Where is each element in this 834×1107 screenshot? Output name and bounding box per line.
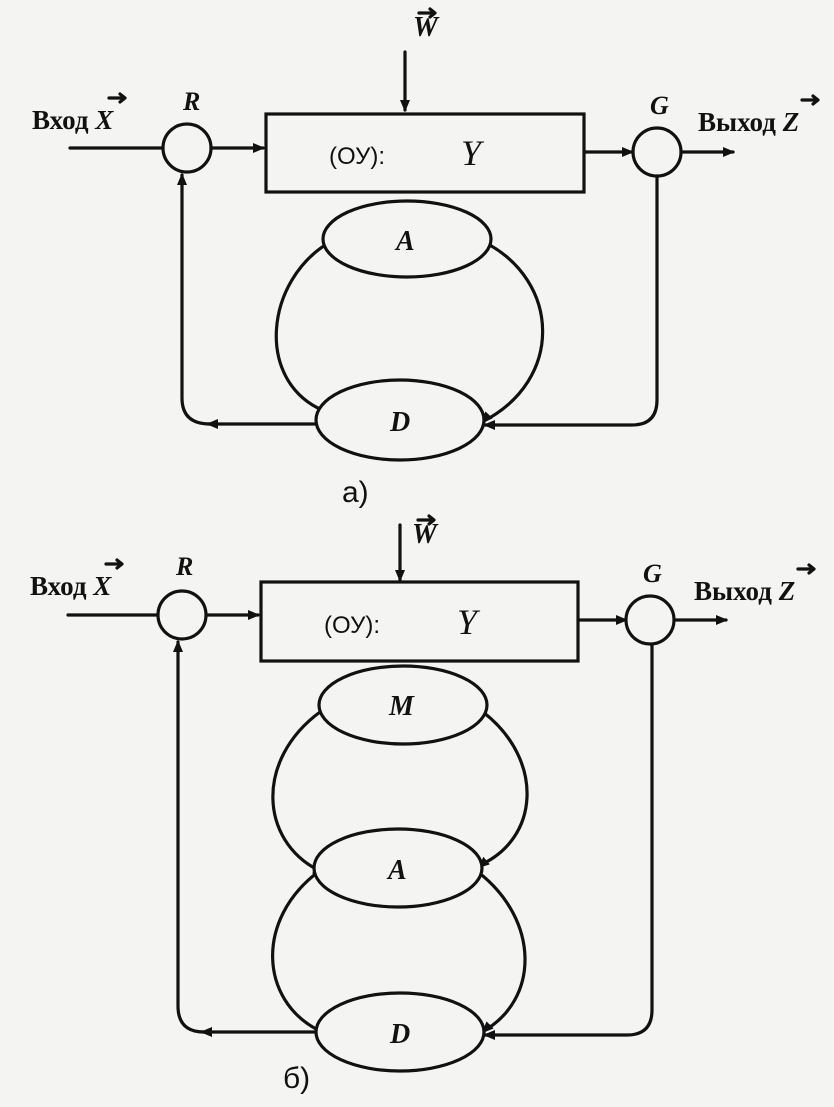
loop-left-arc-a bbox=[274, 240, 332, 412]
node-g-label-a: G bbox=[650, 91, 669, 120]
input-vector-mark-b bbox=[104, 558, 124, 570]
left-to-r-feedback-a bbox=[177, 173, 212, 426]
disturbance-label-a: W bbox=[413, 12, 440, 43]
loop-ad-left-arc-b bbox=[271, 870, 320, 1032]
ellipse-d-label-a: D bbox=[389, 407, 410, 438]
caption-b: б) bbox=[283, 1062, 310, 1095]
disturbance-vector-mark-b bbox=[416, 514, 436, 526]
ellipse-m-b bbox=[317, 664, 489, 746]
ellipse-d-a bbox=[314, 378, 486, 462]
input-vector-mark-a bbox=[107, 92, 127, 104]
ellipse-d-label-b: D bbox=[389, 1019, 410, 1050]
block-prefix-b: (ОУ): bbox=[324, 612, 380, 639]
output-label-b: Выход Z bbox=[694, 576, 795, 606]
loop-ma-right-arc-b bbox=[476, 710, 529, 868]
caption-a: а) bbox=[342, 476, 369, 509]
input-label-a: Вход X bbox=[32, 105, 114, 135]
diagram-b: W Вход X R (ОУ): Y G Выход Z bbox=[30, 514, 816, 1095]
input-label-b: Вход X bbox=[30, 571, 112, 601]
output-label-a: Выход Z bbox=[698, 107, 799, 137]
ellipse-a-b bbox=[312, 827, 484, 909]
diagram-a: W Вход X R (ОУ): Y G Выход Z bbox=[32, 7, 820, 509]
loop-right-arc-a bbox=[480, 240, 545, 424]
g-to-d-feedback-a bbox=[483, 174, 659, 430]
ellipse-a-a bbox=[321, 199, 493, 279]
control-object-block-b bbox=[259, 580, 580, 663]
left-to-r-feedback-b bbox=[173, 640, 206, 1034]
ellipse-d-b bbox=[314, 991, 486, 1073]
g-to-d-feedback-b bbox=[483, 642, 654, 1040]
block-var-b: Y bbox=[457, 602, 481, 642]
ellipse-a-label-a: A bbox=[394, 226, 415, 257]
node-g-a bbox=[631, 126, 683, 178]
loop-ma-left-arc-b bbox=[271, 710, 322, 872]
ellipse-a-label-b: A bbox=[386, 855, 407, 886]
node-r-label-b: R bbox=[175, 552, 193, 581]
node-r-b bbox=[156, 589, 208, 641]
control-object-block-a bbox=[264, 112, 586, 194]
block-prefix-a: (ОУ): bbox=[329, 143, 385, 170]
node-r-label-a: R bbox=[182, 87, 200, 116]
block-var-a: Y bbox=[461, 133, 485, 173]
disturbance-vector-mark-a bbox=[417, 7, 437, 19]
node-g-b bbox=[624, 594, 676, 646]
node-r-a bbox=[161, 122, 213, 174]
loop-ad-right-arc-b bbox=[476, 870, 527, 1034]
output-vector-mark-b bbox=[796, 563, 816, 575]
output-vector-mark-a bbox=[800, 94, 820, 106]
disturbance-label-b: W bbox=[412, 519, 439, 550]
node-g-label-b: G bbox=[643, 559, 662, 588]
ellipse-m-label-b: M bbox=[388, 691, 415, 722]
